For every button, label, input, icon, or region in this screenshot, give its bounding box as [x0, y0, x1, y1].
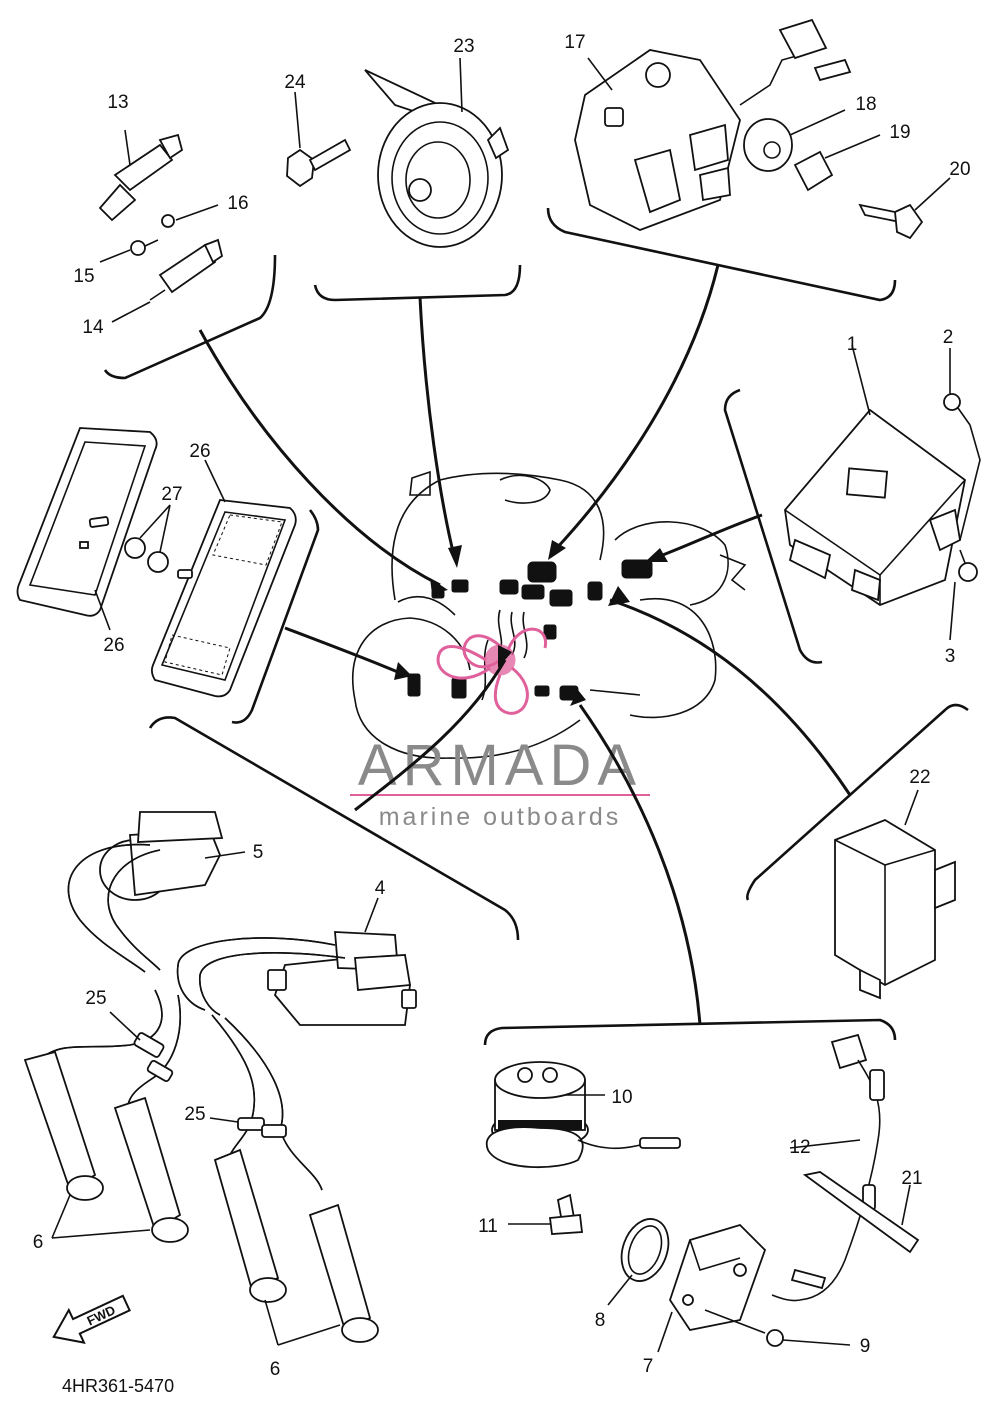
part-15-screw: [99, 239, 159, 263]
part-24-bolt: [286, 91, 352, 188]
part-26-reflector-right: [150, 459, 297, 698]
callout-1: 1: [847, 334, 858, 355]
callout-10: 10: [611, 1087, 632, 1108]
part-11-bolt: [508, 1193, 584, 1235]
callout-20: 20: [949, 159, 970, 180]
callout-8: 8: [595, 1310, 606, 1331]
callout-18: 18: [855, 94, 876, 115]
part-9-screw: [704, 1309, 851, 1347]
callout-7: 7: [643, 1356, 654, 1377]
part-8-o-ring: [607, 1218, 670, 1306]
motorcycle-frame-outline: [352, 470, 747, 759]
propeller-emblem: [436, 627, 547, 715]
callout-25-right: 25: [184, 1104, 205, 1125]
part-17-regulator: [574, 18, 852, 231]
part-22-relay: [834, 789, 956, 1000]
part-27-nuts: [124, 504, 171, 573]
callout-12: 12: [789, 1137, 810, 1158]
callout-9: 9: [860, 1336, 871, 1357]
spark-plug-caps: [23, 1050, 379, 1343]
callout-11: 11: [478, 1216, 498, 1237]
callout-26-bottom: 26: [103, 635, 124, 656]
part-2-screw: [943, 348, 981, 541]
watermark-brand: ARMADA: [358, 733, 642, 798]
callout-2: 2: [943, 327, 954, 348]
part-16-washer: [161, 204, 219, 228]
part-13-switch: [98, 129, 184, 222]
callout-15: 15: [73, 266, 94, 287]
callout-6-left: 6: [33, 1232, 44, 1253]
callout-14: 14: [82, 317, 104, 338]
part-4-ignition-coil: [267, 897, 417, 1026]
part-25-clamps: [109, 1011, 287, 1138]
callout-21: 21: [901, 1168, 922, 1189]
callout-26-top: 26: [189, 441, 210, 462]
callout-13: 13: [107, 92, 128, 113]
callout-22: 22: [909, 767, 930, 788]
ignition-leads: [39, 843, 346, 1191]
callout-17: 17: [564, 32, 585, 53]
group-brackets: [103, 207, 969, 1046]
fwd-arrow-icon: FWD: [52, 1294, 131, 1344]
callout-16: 16: [227, 193, 248, 214]
part-12-lead-wire: [771, 1033, 885, 1302]
callout-19: 19: [889, 122, 910, 143]
part-10-starter-relay: [485, 1061, 681, 1169]
watermark-tagline: marine outboards: [379, 803, 622, 831]
central-connectors: [407, 559, 653, 701]
diagram-code: 4HR361-5470: [62, 1376, 174, 1396]
callout-labels: 13 16 15 14 24 23 17 18 19 20 1 2 3 26 2…: [33, 32, 971, 1380]
callout-27: 27: [161, 484, 182, 505]
callout-24: 24: [284, 72, 306, 93]
callout-6-right: 6: [270, 1359, 281, 1380]
part-26-reflector-left: [16, 427, 158, 631]
part-3-screw: [949, 549, 978, 641]
armada-logo: ARMADA marine outboards: [350, 627, 650, 831]
part-23-horn: [364, 57, 510, 248]
part-7-neutral-switch: [657, 1223, 767, 1353]
part-5-ignition-coil: [99, 811, 246, 901]
part-21-cable-tie: [802, 1171, 920, 1254]
callout-4: 4: [375, 878, 386, 899]
callout-5: 5: [253, 842, 264, 863]
arrowheads: [394, 540, 668, 706]
part-14-sensor: [111, 238, 224, 323]
callout-3: 3: [945, 646, 956, 667]
part-19-collar: [793, 134, 881, 192]
callout-23: 23: [453, 36, 474, 57]
part-1-cdi-unit: [784, 344, 966, 607]
part-18-grommet: [743, 109, 846, 172]
callout-6-lines: [51, 1194, 341, 1346]
callout-25-left: 25: [85, 988, 106, 1009]
part-20-bolt: [858, 177, 951, 240]
